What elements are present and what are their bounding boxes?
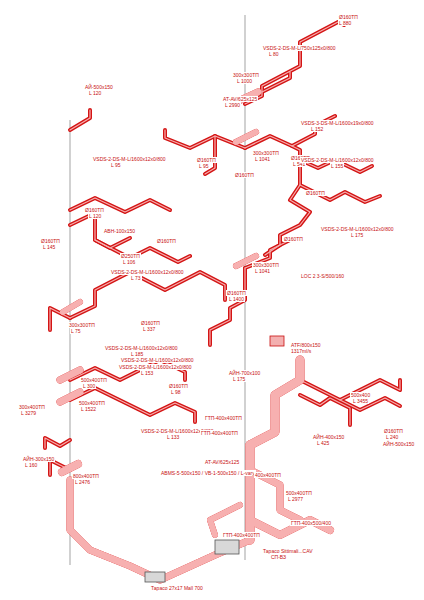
duct-label: L 106	[122, 259, 136, 265]
duct-label: L 160	[24, 462, 38, 468]
duct-label: L 1000	[236, 78, 253, 84]
duct-fill	[45, 18, 400, 580]
duct-label: L 73	[130, 275, 142, 281]
duct-label: Ø160ТП	[156, 238, 177, 244]
duct-label: AT-AV/625x125	[204, 459, 240, 465]
duct-label: L 153	[140, 370, 154, 376]
duct-label: L 2476	[74, 479, 91, 485]
duct-label: L 1400	[228, 296, 245, 302]
duct-label: L 2990	[224, 102, 241, 108]
duct-label: L 1522	[80, 406, 97, 412]
duct-label: LOC 2 3-S/500/160	[300, 273, 345, 279]
duct-label: Ø160ТП	[283, 236, 304, 242]
duct-label: VSDS-2-DS-M-L/1600x12x0/800	[110, 269, 185, 275]
duct-label: ГТП-400x400ТП	[200, 430, 239, 436]
duct-label: L 3279	[20, 410, 37, 416]
duct-label: L 1041	[254, 156, 271, 162]
duct-label: L 175	[232, 376, 246, 382]
duct-label: L 300	[82, 383, 96, 389]
duct-label: ГТП-400x500/400	[290, 520, 332, 526]
duct-label: VSDS-2-DS-M-L/1600x12x0/800	[92, 156, 167, 162]
duct-outline	[45, 18, 400, 580]
duct-label: ABH-100x150	[103, 228, 136, 234]
duct-label: L 120	[88, 90, 102, 96]
duct-label: L 1041	[254, 268, 271, 274]
duct-label: Ø160ТП	[234, 172, 255, 178]
duct-label: L 3455	[352, 398, 369, 404]
duct-label: AЙH-500x150	[382, 441, 415, 447]
duct-label: L 95	[198, 163, 210, 169]
duct-label: 1317ml/s	[290, 348, 312, 354]
duct-label: L 98	[170, 389, 182, 395]
duct-label: L 155	[330, 163, 344, 169]
duct-label: L 145	[42, 244, 56, 250]
duct-label: L 175	[350, 232, 364, 238]
duct-label: L 152	[310, 126, 324, 132]
air-handler	[145, 572, 165, 582]
duct-label: L 337	[142, 326, 156, 332]
duct-label: VSDS-2-DS-M-L/1600x12x0/800	[120, 357, 195, 363]
duct-label: L 880	[338, 20, 352, 26]
duct-label: ГТП-400x400ТП	[204, 415, 243, 421]
duct-label: L 240	[385, 434, 399, 440]
air-handler	[215, 540, 239, 554]
duct-label: ГТП-400x400ТП	[222, 532, 261, 538]
duct-label: ABMS-5-500x150 / VB-1-500x150 / L-vary	[160, 470, 256, 476]
duct-label: 400x400ТП	[254, 472, 282, 478]
duct-label: L 425	[316, 440, 330, 446]
duct-label: L 120	[88, 213, 102, 219]
duct-label: Ø160ТП	[305, 190, 326, 196]
duct-label: VSDS-2-DS-M-L/1600x12x0/800	[118, 364, 193, 370]
duct-label: Тарасо 27х17 Mall 700	[150, 585, 204, 591]
duct-label: СП-ВЗ	[270, 554, 287, 560]
duct-label: L 2977	[287, 496, 304, 502]
diffuser-box	[270, 336, 284, 346]
duct-label: L 95	[110, 162, 122, 168]
duct-label: L 75	[70, 328, 82, 334]
duct-label: L 133	[166, 434, 180, 440]
duct-label: L 80	[268, 51, 280, 57]
